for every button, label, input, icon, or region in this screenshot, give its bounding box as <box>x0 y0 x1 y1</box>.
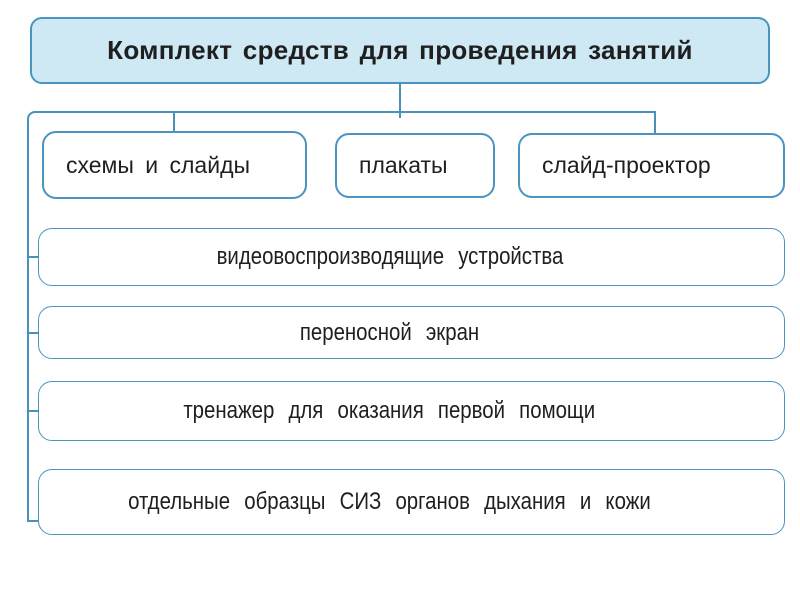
node-label: схемы и слайды <box>66 151 251 178</box>
node-posters: плакаты <box>335 133 495 198</box>
node-label: переносной экран <box>299 318 480 346</box>
connector-stub-portable-screen <box>28 332 41 334</box>
connector-branch-and-spine <box>27 111 656 522</box>
node-slide-projector: слайд-проектор <box>518 133 785 198</box>
node-label: слайд-проектор <box>542 152 711 178</box>
connector-stub-projector <box>654 112 656 137</box>
node-schemes-and-slides: схемы и слайды <box>42 131 307 199</box>
connector-stub-schemes <box>173 112 175 133</box>
node-video-playback-devices: видеовоспроизводящие устройства <box>38 228 785 286</box>
node-portable-screen: переносной экран <box>38 306 785 359</box>
node-label: плакаты <box>359 152 448 178</box>
diagram-title-label: Комплект средств для проведения занятий <box>107 35 693 65</box>
node-label: тренажер для оказания первой помощи <box>183 397 596 424</box>
diagram-title-box: Комплект средств для проведения занятий <box>30 17 770 84</box>
node-label: отдельные образцы СИЗ органов дыхания и … <box>128 488 651 515</box>
connector-stub-ppe-samples <box>28 520 41 522</box>
connector-title-drop <box>399 84 401 118</box>
node-ppe-samples-respiratory-skin: отдельные образцы СИЗ органов дыхания и … <box>38 469 785 535</box>
connector-stub-first-aid-trainer <box>28 410 41 412</box>
node-first-aid-trainer: тренажер для оказания первой помощи <box>38 381 785 441</box>
connector-stub-video-devices <box>28 256 41 258</box>
node-label: видеовоспроизводящие устройства <box>216 243 563 270</box>
